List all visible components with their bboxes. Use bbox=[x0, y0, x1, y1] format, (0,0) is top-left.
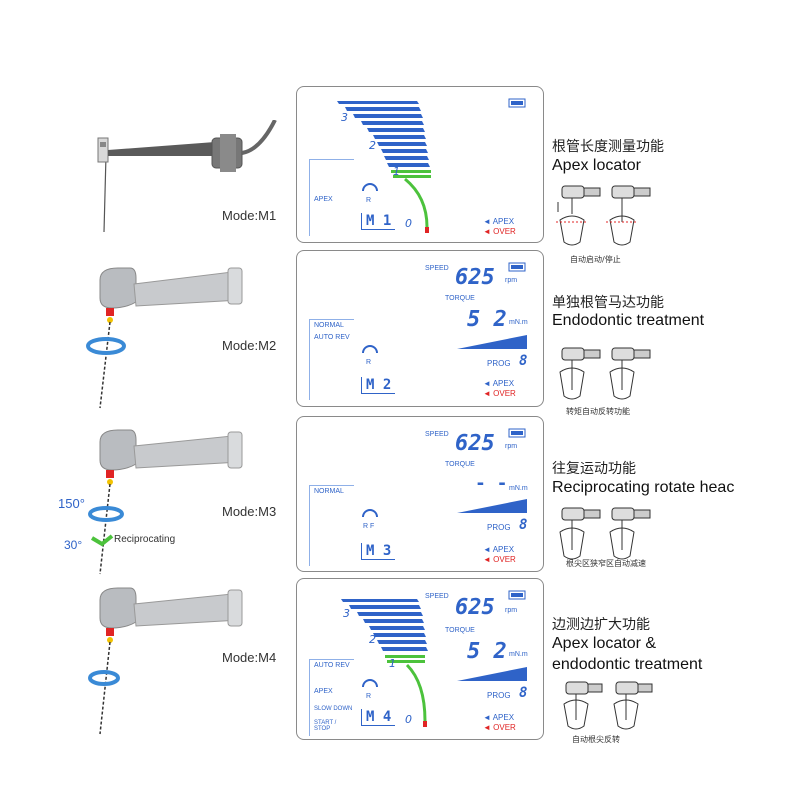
rpm-label: rpm bbox=[505, 277, 518, 284]
menu-item: SLOW DOWN bbox=[314, 706, 353, 712]
menu-item: APEX bbox=[314, 688, 333, 695]
handpiece-illustration bbox=[0, 262, 290, 410]
apex-scale-graphic bbox=[341, 590, 527, 727]
mnm-label: mN.m bbox=[509, 319, 528, 326]
prog-number: 8 bbox=[519, 685, 528, 701]
feature-title-en: endodontic treatment bbox=[552, 656, 703, 673]
diagram-caption: 根尖区狭窄区自动减速 bbox=[566, 559, 646, 568]
lcd-panel-m1: 3 2 1 0 APEX R M 1 ◄ APEX ◄ OVER bbox=[296, 86, 544, 243]
lcd-panel-m2: SPEED 625 rpm TORQUE 5 2 mN.m PROG 8 NOR… bbox=[296, 250, 544, 407]
speed-value: 625 bbox=[455, 265, 495, 290]
scale-label: 0 bbox=[405, 713, 412, 726]
menu-item: NORMAL bbox=[314, 322, 344, 329]
feature-title-zh: 单独根管马达功能 bbox=[552, 295, 664, 311]
scale-label: 1 bbox=[389, 657, 396, 670]
prog-label: PROG bbox=[487, 691, 511, 700]
torque-label: TORQUE bbox=[445, 627, 475, 634]
torque-value: 5 2 bbox=[467, 307, 507, 332]
mode-label-m1: Mode:M1 bbox=[222, 208, 277, 223]
menu-item: AUTO REV bbox=[314, 662, 350, 669]
menu-item: START / STOP bbox=[314, 720, 337, 732]
mode-code: M 2 bbox=[361, 377, 396, 394]
over-indicator: ◄ OVER bbox=[483, 555, 516, 564]
scale-label: 1 bbox=[393, 165, 400, 178]
rotation-r-label: R bbox=[366, 359, 372, 366]
over-indicator: ◄ OVER bbox=[483, 723, 516, 732]
feature-title-en: Apex locator bbox=[552, 157, 641, 174]
rotation-r-label: R bbox=[366, 197, 372, 204]
tooth-diagram bbox=[560, 680, 660, 736]
diagram-caption: 转矩自动反转功能 bbox=[566, 407, 630, 416]
scale-label: 3 bbox=[341, 111, 348, 124]
menu-box: NORMAL bbox=[309, 485, 354, 566]
lcd-panel-m4: 3 2 1 0 SPEED 625 rpm TORQUE 5 2 mN.m PR… bbox=[296, 578, 544, 740]
mnm-label: mN.m bbox=[509, 651, 528, 658]
mode-label-m2: Mode:M2 bbox=[222, 338, 277, 353]
prog-number: 8 bbox=[519, 353, 528, 369]
lcd-graphics bbox=[362, 428, 527, 518]
prog-label: PROG bbox=[487, 523, 511, 532]
speed-label: SPEED bbox=[425, 265, 449, 272]
apex-indicator: ◄ APEX bbox=[483, 379, 515, 388]
lcd-graphics bbox=[362, 262, 527, 354]
mnm-label: mN.m bbox=[509, 485, 528, 492]
torque-label: TORQUE bbox=[445, 295, 475, 302]
speed-value: 625 bbox=[455, 595, 495, 620]
angle-label: 30° bbox=[64, 538, 83, 552]
feature-title-en: Endodontic treatment bbox=[552, 312, 705, 329]
feature-title-zh: 边测边扩大功能 bbox=[552, 617, 650, 633]
tooth-diagram bbox=[552, 506, 662, 568]
feature-title-zh: 往复运动功能 bbox=[552, 461, 636, 477]
mode-code: M 1 bbox=[361, 213, 396, 230]
apex-scale-graphic bbox=[337, 98, 526, 233]
mode-label-m4: Mode:M4 bbox=[222, 650, 277, 665]
prog-label: PROG bbox=[487, 359, 511, 368]
rpm-label: rpm bbox=[505, 443, 518, 450]
speed-value: 625 bbox=[455, 431, 495, 456]
handpiece-illustration bbox=[0, 586, 290, 736]
apex-clip-illustration bbox=[0, 119, 290, 240]
feature-title-en: Apex locator & bbox=[552, 635, 657, 652]
mode-label-m3: Mode:M3 bbox=[222, 504, 277, 519]
menu-box: APEX bbox=[309, 159, 354, 236]
over-indicator: ◄ OVER bbox=[483, 227, 516, 236]
handpiece-illustration bbox=[0, 428, 290, 576]
apex-indicator: ◄ APEX bbox=[483, 545, 515, 554]
scale-label: 0 bbox=[405, 217, 412, 230]
menu-box: NORMAL AUTO REV bbox=[309, 319, 354, 400]
feature-title-en: Reciprocating rotate heac bbox=[552, 479, 735, 496]
angle-label: 150° bbox=[58, 496, 85, 511]
scale-label: 2 bbox=[369, 633, 376, 646]
tooth-diagram bbox=[552, 182, 662, 252]
rotation-r-label: R bbox=[366, 693, 372, 700]
rotation-rf-label: R F bbox=[363, 523, 375, 530]
menu-item: APEX bbox=[314, 196, 333, 203]
lcd-panel-m3: SPEED 625 rpm TORQUE - - mN.m PROG 8 NOR… bbox=[296, 416, 544, 572]
menu-box: AUTO REV APEX SLOW DOWN START / STOP bbox=[309, 659, 354, 736]
apex-indicator: ◄ APEX bbox=[483, 713, 515, 722]
mode-code: M 3 bbox=[361, 543, 396, 560]
scale-label: 2 bbox=[369, 139, 376, 152]
prog-number: 8 bbox=[519, 517, 528, 533]
speed-label: SPEED bbox=[425, 431, 449, 438]
torque-label: TORQUE bbox=[445, 461, 475, 468]
feature-title-zh: 根管长度测量功能 bbox=[552, 139, 664, 155]
torque-value: 5 2 bbox=[467, 639, 507, 664]
speed-label: SPEED bbox=[425, 593, 449, 600]
diagram-caption: 自动启动/停止 bbox=[570, 255, 621, 264]
mode-code: M 4 bbox=[361, 709, 396, 726]
tooth-diagram bbox=[552, 346, 662, 408]
reciprocating-label: Reciprocating bbox=[114, 534, 176, 545]
scale-label: 3 bbox=[343, 607, 350, 620]
rpm-label: rpm bbox=[505, 607, 518, 614]
menu-item: NORMAL bbox=[314, 488, 344, 495]
diagram-caption: 自动根尖反转 bbox=[572, 735, 620, 744]
torque-value: - - bbox=[475, 473, 508, 494]
menu-item: AUTO REV bbox=[314, 334, 350, 341]
apex-indicator: ◄ APEX bbox=[483, 217, 515, 226]
over-indicator: ◄ OVER bbox=[483, 389, 516, 398]
